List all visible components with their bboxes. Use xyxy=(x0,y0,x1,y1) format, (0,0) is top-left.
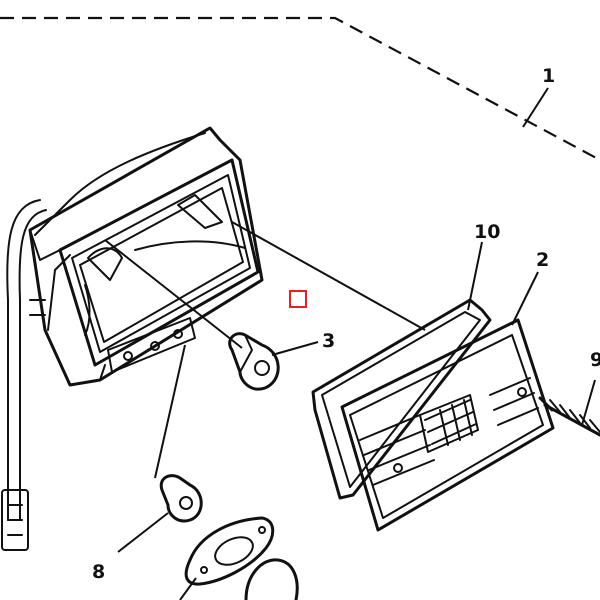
bulb-part-3 xyxy=(228,332,280,391)
lens-part-2 xyxy=(340,318,555,532)
rubber-cap xyxy=(244,558,299,600)
leader-lines xyxy=(104,87,596,600)
callout-8: 8 xyxy=(92,561,105,583)
callout-2: 2 xyxy=(536,249,549,271)
callout-9: 9 xyxy=(590,349,600,371)
lamp-housing xyxy=(28,126,264,387)
wiring-harness xyxy=(1,199,47,551)
mounting-plate xyxy=(184,516,275,586)
screw-part-9 xyxy=(538,396,600,437)
bulb-part-8 xyxy=(159,474,203,523)
callout-3: 3 xyxy=(322,330,335,352)
callout-10: 10 xyxy=(474,221,500,243)
assembly-boundary-dashed xyxy=(0,16,600,161)
selection-marker xyxy=(289,290,307,308)
callout-labels: 1 10 2 3 8 9 xyxy=(92,65,600,583)
callout-1: 1 xyxy=(542,65,555,87)
gasket-part-10 xyxy=(311,298,492,500)
